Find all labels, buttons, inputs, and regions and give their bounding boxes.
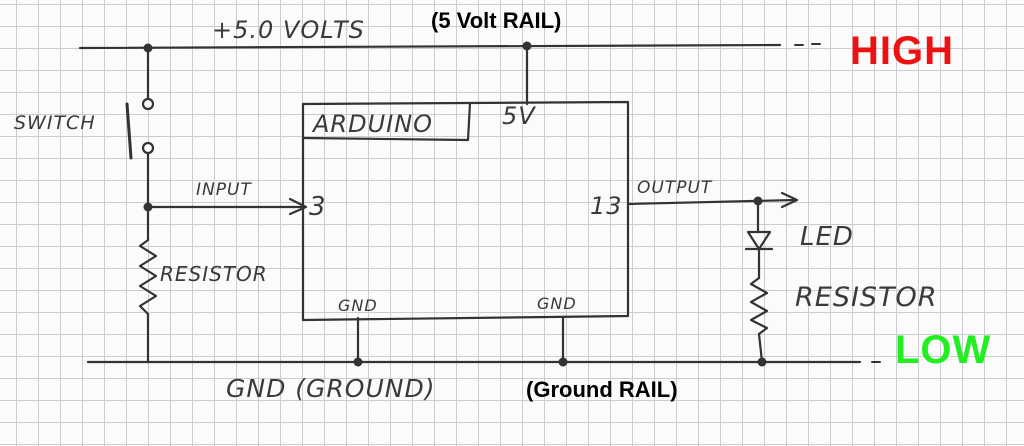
left-resistor-zigzag — [138, 238, 158, 316]
switch-blade — [125, 102, 133, 160]
output-wire — [626, 198, 797, 206]
left-resistor-label: RESISTOR — [160, 262, 268, 286]
junction-rail-left — [143, 43, 153, 53]
input-arrow-head — [288, 197, 308, 216]
input-label: INPUT — [196, 180, 252, 200]
switch-contact-top — [141, 97, 155, 111]
switch-label: SWITCH — [14, 112, 96, 134]
junction-output — [753, 196, 763, 206]
gnd-right-label: GND — [537, 294, 577, 313]
right-resistor-zigzag — [749, 276, 769, 336]
pin-3-label: 3 — [309, 192, 327, 222]
ground-rail-name-label: (Ground RAIL) — [526, 377, 678, 402]
led-label: LED — [800, 222, 854, 252]
arduino-name-box — [301, 101, 472, 142]
junction-gnd-led — [757, 357, 767, 367]
right-resistor-lower-wire — [757, 332, 764, 364]
switch-contact-bottom — [141, 141, 155, 155]
high-label: HIGH — [850, 29, 954, 73]
output-label: OUTPUT — [637, 178, 713, 198]
junction-gnd-right — [558, 357, 568, 367]
led-triangle — [746, 230, 772, 251]
five-volt-rail — [78, 43, 782, 50]
output-arrow-head — [780, 191, 799, 209]
arduino-body — [301, 100, 630, 322]
ground-rail-label: GND (GROUND) — [226, 374, 436, 403]
gnd-left-label: GND — [338, 296, 378, 315]
junction-input — [143, 202, 153, 212]
junction-rail-5v — [522, 41, 532, 51]
five-volt-rail-dashes — [794, 43, 821, 46]
pin-13-label: 13 — [590, 192, 623, 220]
top-rail-name-label: (5 Volt RAIL) — [431, 8, 562, 33]
low-label: LOW — [895, 328, 992, 372]
junction-gnd-left — [353, 357, 363, 367]
pin-5v-label: 5V — [502, 102, 536, 130]
top-rail-volts-label: +5.0 VOLTS — [212, 16, 365, 44]
right-resistor-label: RESISTOR — [795, 282, 938, 313]
arduino-label: ARDUINO — [313, 110, 434, 138]
